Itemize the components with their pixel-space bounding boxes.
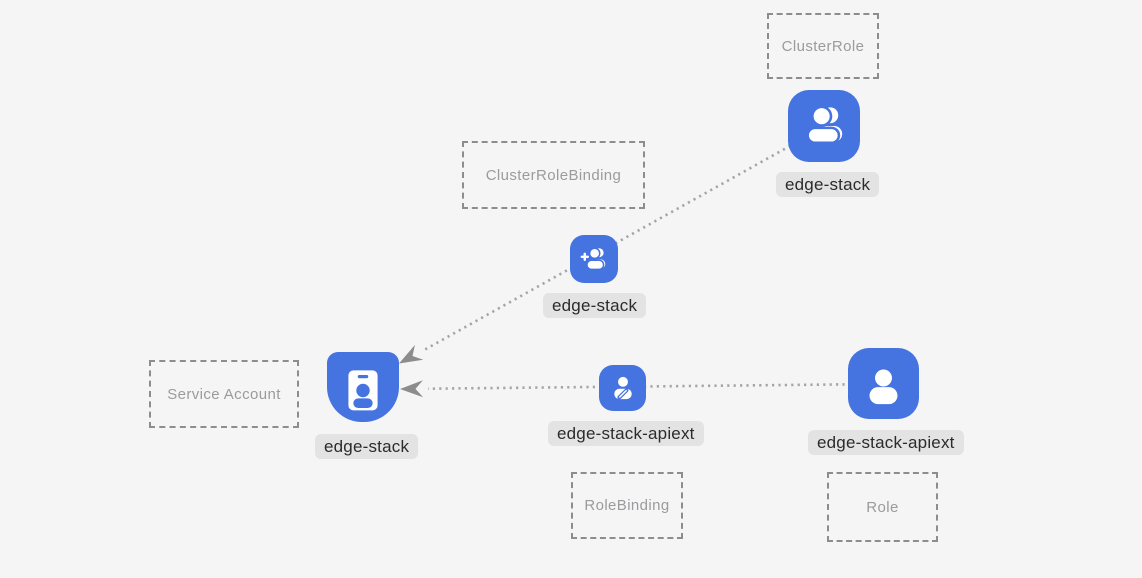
typebox-role-label: Role	[866, 498, 899, 516]
node-rolebinding-edge-stack-apiext[interactable]	[599, 365, 646, 411]
node-clusterrolebinding-edge-stack[interactable]	[570, 235, 618, 283]
id-badge-icon	[348, 370, 378, 411]
node-serviceaccount-edge-stack[interactable]	[327, 352, 399, 422]
typebox-rolebinding: RoleBinding	[571, 472, 683, 539]
arrowhead-rolebinding	[400, 380, 424, 398]
node-label-chip: edge-stack-apiext	[548, 421, 704, 446]
node-clusterrole-name: edge-stack	[785, 175, 871, 194]
typebox-clusterrolebinding-label: ClusterRoleBinding	[485, 166, 622, 184]
node-clusterrole-edge-stack[interactable]	[788, 90, 860, 162]
node-label-chip: edge-stack	[315, 434, 419, 459]
typebox-clusterrolebinding: ClusterRoleBinding	[462, 141, 645, 209]
typebox-serviceaccount: Service Account	[149, 360, 299, 428]
typebox-rolebinding-label: RoleBinding	[584, 497, 670, 514]
user-icon	[869, 369, 898, 405]
node-role-name: edge-stack-apiext	[817, 433, 955, 452]
edge-role-to-serviceaccount	[427, 382, 884, 390]
users-icon	[806, 105, 843, 145]
node-clusterrolebinding-name: edge-stack	[552, 296, 638, 315]
typebox-clusterrole: ClusterRole	[767, 13, 879, 79]
node-serviceaccount-name: edge-stack	[324, 437, 410, 456]
typebox-role: Role	[827, 472, 938, 542]
node-label-chip: edge-stack	[543, 293, 647, 318]
typebox-serviceaccount-label: Service Account	[167, 385, 281, 403]
node-label-chip: edge-stack-apiext	[808, 430, 964, 455]
user-edit-icon	[613, 376, 632, 400]
node-role-edge-stack-apiext[interactable]	[848, 348, 919, 419]
node-label-chip: edge-stack	[776, 172, 880, 197]
node-rolebinding-name: edge-stack-apiext	[557, 424, 695, 443]
arrowhead-clusterrolebinding	[399, 344, 424, 364]
typebox-clusterrole-label: ClusterRole	[781, 37, 865, 55]
user-add-icon	[580, 246, 605, 270]
